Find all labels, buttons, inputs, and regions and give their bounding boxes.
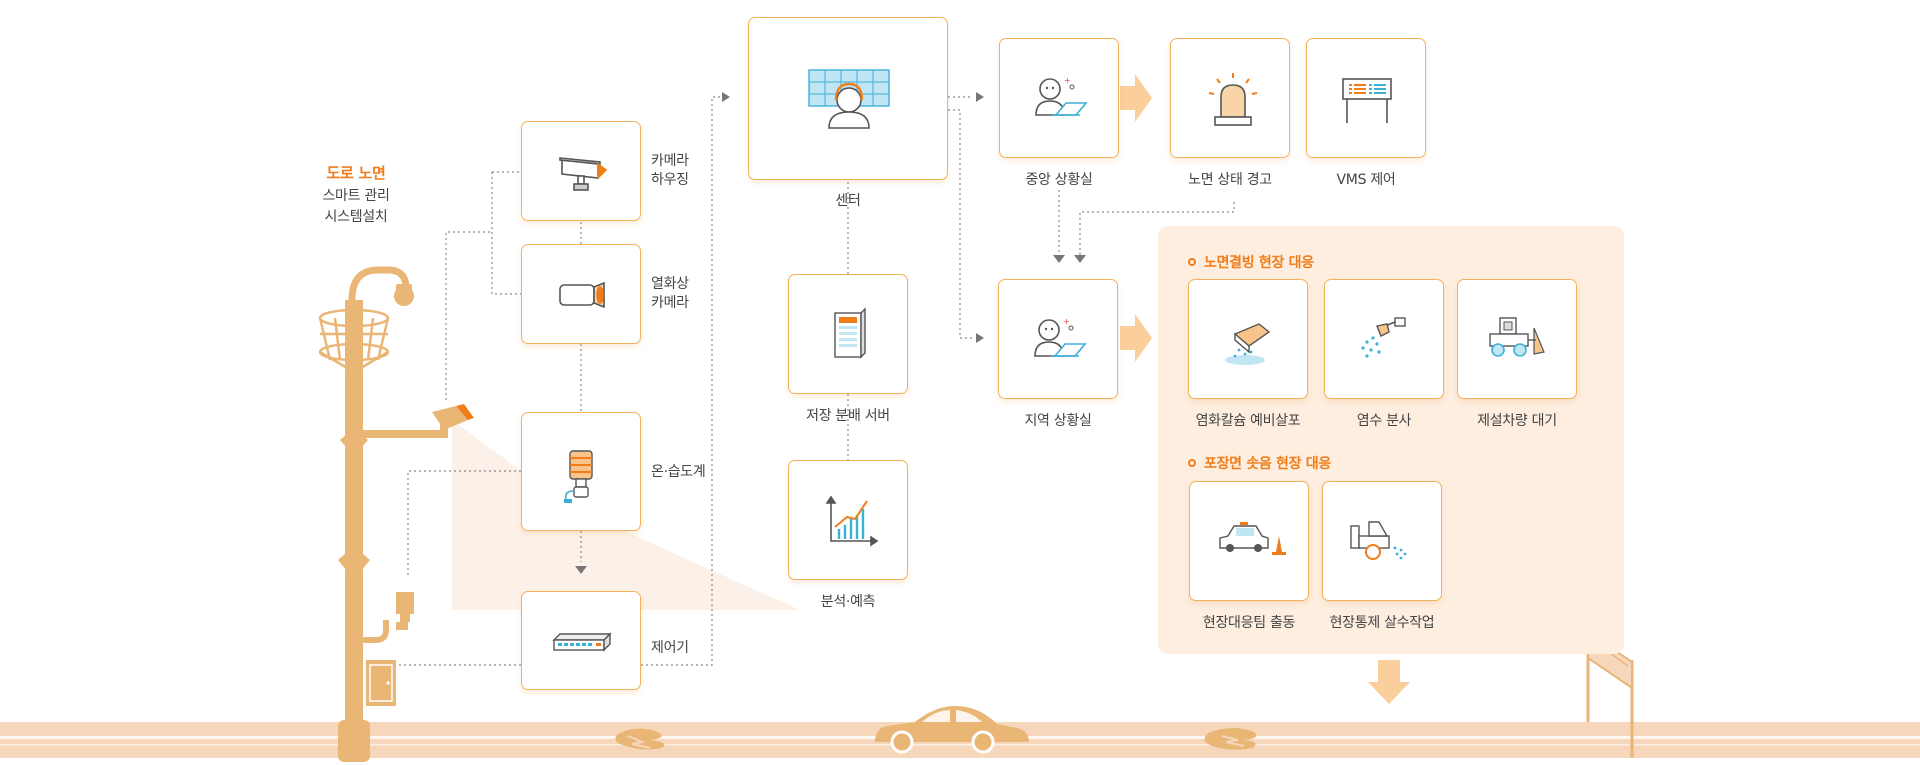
controller-box: [521, 591, 641, 690]
road-warning-box: [1170, 38, 1290, 158]
control-center-icon: [808, 69, 890, 129]
response-car-icon: [1219, 522, 1286, 555]
regional-room-label: 지역 상황실: [1024, 413, 1092, 429]
flow-arrows: [1120, 74, 1410, 704]
system-title-line3: 시스템설치: [324, 209, 388, 225]
road-crack-left-icon: [615, 728, 665, 750]
controller-icon: [552, 632, 612, 652]
center-label: 센터: [835, 193, 861, 209]
bullet-icon: [1188, 258, 1196, 266]
storage-server-label: 저장 분배 서버: [806, 408, 890, 424]
svg-text:+: +: [1064, 76, 1071, 85]
water-truck-icon: [1350, 521, 1407, 560]
analysis-chart-icon: [825, 495, 879, 547]
camera-housing-line1: 카메라: [651, 153, 689, 169]
system-title-line2: 스마트 관리: [322, 188, 390, 204]
vms-box: [1306, 38, 1426, 158]
central-room-box: +: [999, 38, 1119, 158]
camera-view-beam: [452, 420, 800, 610]
thermal-camera-line1: 열화상: [651, 276, 689, 292]
analysis-label: 분석·예측: [820, 594, 876, 610]
road-warning-label: 노면 상태 경고: [1188, 172, 1272, 188]
central-room-label: 중앙 상황실: [1025, 172, 1093, 188]
thermal-camera-label: 열화상 카메라: [651, 275, 689, 313]
regional-room-box: +: [998, 279, 1118, 399]
operator-icon: +: [1035, 76, 1088, 116]
response-team-label: 현장대응팀 출동: [1202, 615, 1296, 631]
icing-response-title: 노면결빙 현장 대응: [1188, 252, 1314, 272]
brine-spray-box: [1324, 279, 1444, 399]
site-control-label: 현장통제 살수작업: [1329, 615, 1435, 631]
brine-spray-icon: [1361, 317, 1406, 358]
snowplow-icon: [1489, 317, 1545, 357]
server-icon: [834, 307, 866, 359]
thermo-hygrometer-label: 온·습도계: [651, 464, 706, 480]
pothole-response-title-text: 포장면 솟음 현장 대응: [1204, 456, 1331, 472]
vms-label: VMS 제어: [1336, 172, 1396, 188]
thermal-camera-box: [521, 244, 641, 344]
analysis-box: [788, 460, 908, 580]
system-title-line1: 도로 노면: [326, 164, 386, 182]
calcium-chloride-box: [1188, 279, 1308, 399]
warning-siren-icon: [1208, 73, 1258, 126]
camera-housing-box: [521, 121, 641, 221]
calcium-chloride-label: 염화칼슘 예비살포: [1195, 413, 1301, 429]
thermo-hygrometer-box: [521, 412, 641, 531]
storage-server-box: [788, 274, 908, 394]
icing-response-title-text: 노면결빙 현장 대응: [1204, 255, 1314, 271]
controller-label: 제어기: [651, 640, 689, 656]
pothole-response-title: 포장면 솟음 현장 대응: [1188, 453, 1331, 473]
svg-text:+: +: [1063, 317, 1070, 326]
salt-spreading-icon: [1225, 323, 1271, 365]
car-icon: [875, 706, 1029, 754]
dotted-connectors: [398, 96, 1235, 666]
vms-sign-icon: [1342, 78, 1392, 123]
snowplow-box: [1457, 279, 1577, 399]
smart-pole-icon: [318, 266, 474, 762]
road-crack-right-icon: [1204, 728, 1257, 750]
regional-operator-icon: +: [1034, 317, 1087, 357]
camera-housing-line2: 하우징: [651, 172, 689, 188]
arrowheads: [575, 92, 1086, 574]
response-team-box: [1189, 481, 1309, 601]
camera-housing-label: 카메라 하우징: [651, 152, 689, 190]
center-box: [748, 17, 948, 180]
bullet-icon: [1188, 459, 1196, 467]
thermal-camera-icon: [559, 281, 605, 309]
camera-housing-icon: [559, 157, 608, 191]
thermal-camera-line2: 카메라: [651, 295, 689, 311]
thermo-hygrometer-icon: [564, 450, 593, 504]
site-control-box: [1322, 481, 1442, 601]
brine-spray-label: 염수 분사: [1356, 413, 1412, 429]
snowplow-label: 제설차량 대기: [1477, 413, 1557, 429]
